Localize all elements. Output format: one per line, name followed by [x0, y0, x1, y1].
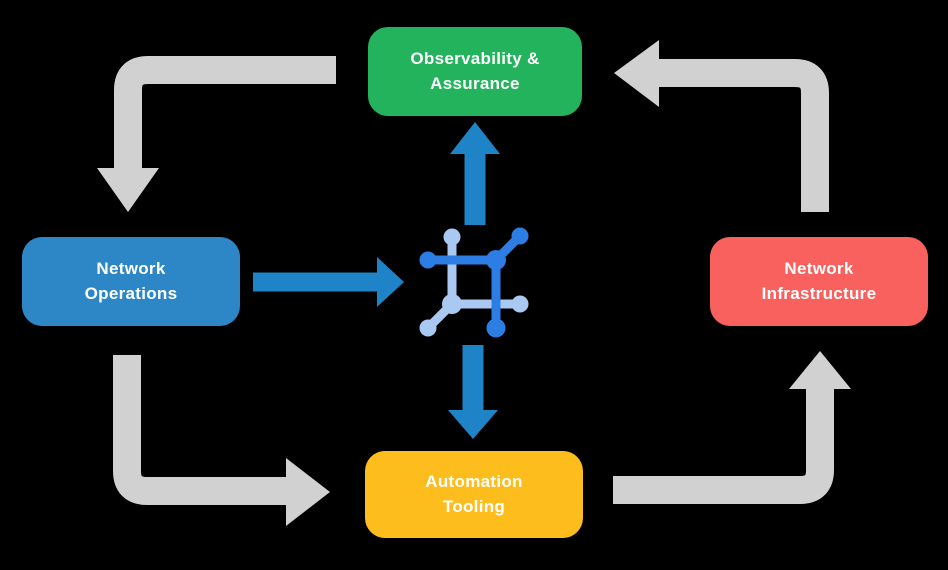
- node-operations-label: Network Operations: [84, 258, 178, 303]
- network-mesh-icon: [419, 227, 529, 338]
- node-network-operations: Network Operations: [22, 237, 240, 326]
- network-mesh-icon-light: [419, 228, 529, 337]
- node-infrastructure-label: Network Infrastructure: [761, 258, 877, 303]
- link-arrow-operations-to-center: [253, 257, 404, 307]
- network-mesh-icon-dark: [419, 227, 529, 338]
- node-automation-tooling: Automation Tooling: [365, 451, 583, 538]
- node-automation-label: Automation Tooling: [425, 471, 523, 516]
- cycle-arrow-automation-to-infrastructure: [613, 351, 851, 504]
- link-arrow-center-to-automation: [448, 345, 498, 439]
- link-arrow-center-to-observability: [450, 122, 500, 225]
- node-observability-assurance: Observability & Assurance: [368, 27, 582, 116]
- cycle-arrow-observability-to-operations: [97, 56, 336, 212]
- node-observability-label: Observability & Assurance: [410, 48, 540, 93]
- node-network-infrastructure: Network Infrastructure: [710, 237, 928, 326]
- cycle-arrow-infrastructure-to-observability: [614, 40, 829, 212]
- cycle-arrow-operations-to-automation: [113, 355, 330, 526]
